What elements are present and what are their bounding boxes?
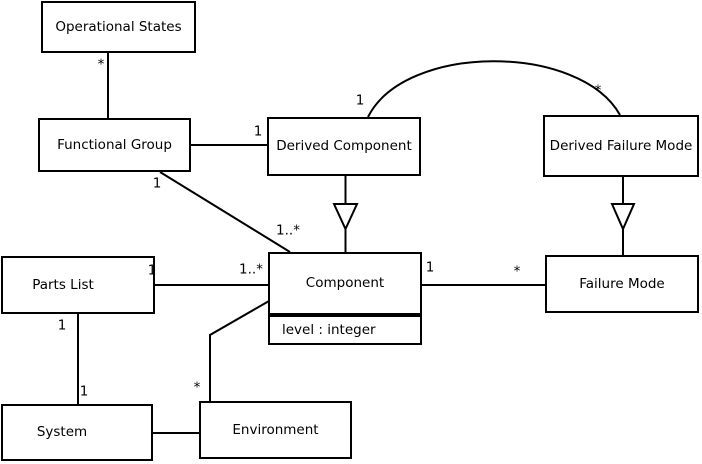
class-attribute-compartment: level : integer <box>270 317 420 343</box>
multiplicity-label-fg-comp-src: 1 <box>152 175 162 192</box>
class-attribute: level : integer <box>282 321 376 338</box>
class-box-operational-states: Operational States <box>41 1 196 53</box>
class-name: Component <box>305 275 385 292</box>
association-arc-derived-component-derived-failure-mode <box>367 60 621 118</box>
multiplicity-label-fg-comp-dst: 1..* <box>276 222 300 239</box>
class-name: System <box>36 424 88 441</box>
class-name-compartment: Component <box>270 254 420 317</box>
class-box-parts-list: Parts List <box>1 256 155 314</box>
association-functional-group-component <box>159 171 291 253</box>
class-box-component: Component level : integer <box>268 252 422 345</box>
class-name: Derived Failure Mode <box>549 137 693 154</box>
multiplicity-label-pl-sys-src: 1 <box>57 317 67 334</box>
class-box-derived-component: Derived Component <box>267 117 421 176</box>
class-name: Operational States <box>55 18 182 35</box>
multiplicity-label-arc-dfm: * <box>594 82 602 99</box>
class-box-derived-failure-mode: Derived Failure Mode <box>543 115 699 177</box>
multiplicity-label-arc-dc: 1 <box>355 92 365 109</box>
class-box-environment: Environment <box>199 401 352 459</box>
multiplicity-label-comp-fm-src: 1 <box>425 259 435 276</box>
class-box-system: System <box>1 404 153 461</box>
class-name: Failure Mode <box>579 275 665 292</box>
generalization-arrow-icon-failure-mode <box>610 203 636 232</box>
generalization-arrow-icon-component <box>332 203 359 232</box>
multiplicity-label-pl-comp-src: 1 <box>147 262 157 279</box>
multiplicity-label-comp-fm-dst: * <box>513 263 521 280</box>
class-box-failure-mode: Failure Mode <box>545 255 699 313</box>
multiplicity-label-opstates-fg: * <box>97 56 105 73</box>
multiplicity-label-pl-comp-dst: 1..* <box>239 261 263 278</box>
class-name: Derived Component <box>276 138 412 155</box>
class-box-functional-group: Functional Group <box>38 118 191 172</box>
multiplicity-label-pl-sys-dst: 1 <box>79 383 89 400</box>
class-name: Parts List <box>32 276 94 293</box>
class-name: Functional Group <box>57 136 172 153</box>
multiplicity-label-comp-env-dst: * <box>193 379 201 396</box>
association-component-environment <box>209 300 270 401</box>
class-name: Environment <box>232 421 319 438</box>
multiplicity-label-fg-dc: 1 <box>253 123 263 140</box>
